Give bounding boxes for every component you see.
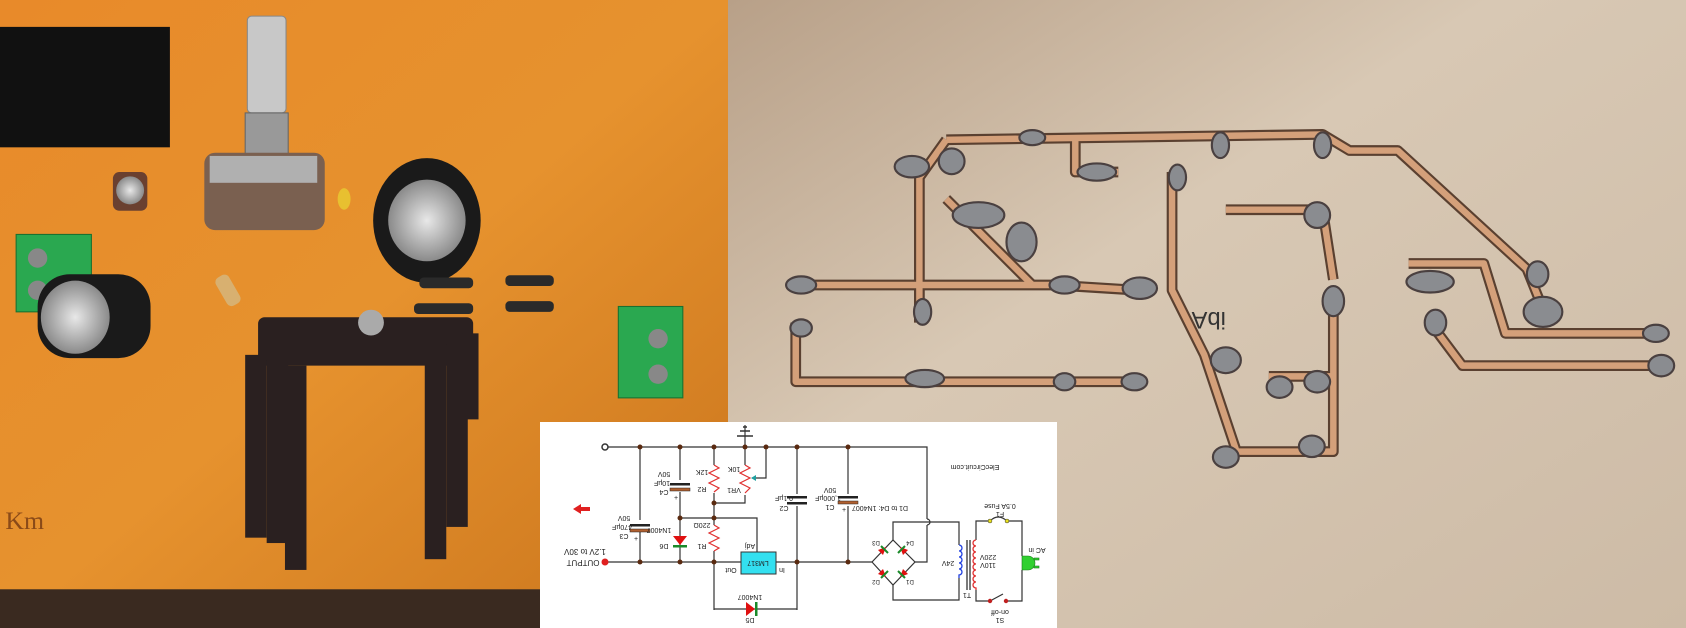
r1-name: R1 xyxy=(697,542,706,549)
terminal-block-right xyxy=(617,305,684,399)
lm317-label: LM317 xyxy=(747,559,769,566)
ceramic-capacitor xyxy=(337,188,351,210)
c1-value: 1,000µF xyxy=(815,494,841,501)
vr1-value: 10K xyxy=(727,465,740,472)
in-pin-label: In xyxy=(779,566,785,573)
output-positive-terminal xyxy=(601,558,609,566)
r1-value: 220Ω xyxy=(694,521,711,528)
heatsink xyxy=(245,309,479,570)
fuse-icon xyxy=(987,518,1010,524)
c1-name: C1 xyxy=(825,503,834,510)
c3-voltage: 50V xyxy=(617,514,630,521)
c4-value: 10µF xyxy=(654,479,670,486)
c3-name: C3 xyxy=(619,532,628,539)
ac-input-label: AC in xyxy=(1028,546,1045,553)
handwritten-marking: ibA xyxy=(1191,306,1225,332)
board-marking-text: Km xyxy=(5,506,44,535)
output-arrow-icon xyxy=(573,504,590,514)
capacitors xyxy=(629,480,859,533)
resistor xyxy=(215,274,241,307)
d2-label: D2 xyxy=(872,578,880,584)
terminal-block-left xyxy=(15,233,92,313)
schematic-background xyxy=(540,422,1057,628)
secondary-voltage: 24V xyxy=(941,559,954,566)
fuse-name: F1 xyxy=(996,510,1004,517)
d6-part: 1N4007 xyxy=(647,526,672,533)
c3-value: 470µF xyxy=(612,523,632,530)
lm317-regulator xyxy=(740,551,777,575)
bridge-rectifier xyxy=(878,545,908,579)
d3-label: D3 xyxy=(872,539,880,545)
fuse-value: 0.5A Fuse xyxy=(984,502,1016,509)
output-label: OUTPUT xyxy=(566,558,599,567)
c1-voltage: 50V xyxy=(823,486,836,493)
r2-value: 12K xyxy=(695,468,708,475)
website-label: ElecCircuit.com xyxy=(951,463,1000,470)
large-capacitor-left xyxy=(37,274,151,359)
d1-label: D1 xyxy=(906,578,914,584)
switch-label: on-off xyxy=(991,608,1009,615)
adj-pin-label: Adj xyxy=(745,542,756,549)
out-pin-label: Out xyxy=(725,566,736,573)
large-capacitor-top xyxy=(373,158,481,283)
transformer xyxy=(958,539,977,590)
c4-plus-sign: + xyxy=(674,495,678,502)
c1-plus-sign: + xyxy=(842,507,846,514)
diode-d5 xyxy=(746,602,758,616)
diodes xyxy=(414,275,554,314)
ac-plug-icon xyxy=(1021,555,1040,571)
output-range-label: 1.2V to 30V xyxy=(563,547,605,556)
d5-name: D5 xyxy=(745,616,754,623)
c4-name: C4 xyxy=(659,488,668,495)
c4-voltage: 50V xyxy=(657,470,670,477)
switch-name: S1 xyxy=(996,616,1005,623)
junction-dots xyxy=(637,444,851,565)
transformer-name: T1 xyxy=(963,591,971,598)
black-tape xyxy=(0,26,170,148)
d5-part: 1N4007 xyxy=(738,593,763,600)
primary-voltage-220: 220V xyxy=(980,553,997,560)
ground-symbol xyxy=(737,426,753,437)
d6-name: D6 xyxy=(659,542,668,549)
switch-icon xyxy=(987,598,1009,604)
diode-d6 xyxy=(673,536,687,548)
ground-terminal xyxy=(601,443,609,451)
primary-voltage-110: 110V xyxy=(980,561,996,568)
power-supply-schematic: OUTPUT 1.2V to 30V 50V 470µF C3 50V 10µF… xyxy=(540,422,1057,628)
vr1-name: VR1 xyxy=(727,486,741,493)
bridge-note: D1 to D4: 1N4007 xyxy=(852,504,908,511)
wiper-arrow-icon xyxy=(751,475,756,481)
d4-label: D4 xyxy=(906,539,914,545)
c2-name: C2 xyxy=(779,504,788,511)
resistors xyxy=(707,464,752,552)
r2-name: R2 xyxy=(697,485,706,492)
solder-joints xyxy=(784,129,1676,469)
c2-value: 0.1µF xyxy=(775,494,793,501)
potentiometer xyxy=(204,15,325,231)
small-capacitor xyxy=(112,172,148,211)
c3-plus-sign: + xyxy=(634,536,638,543)
